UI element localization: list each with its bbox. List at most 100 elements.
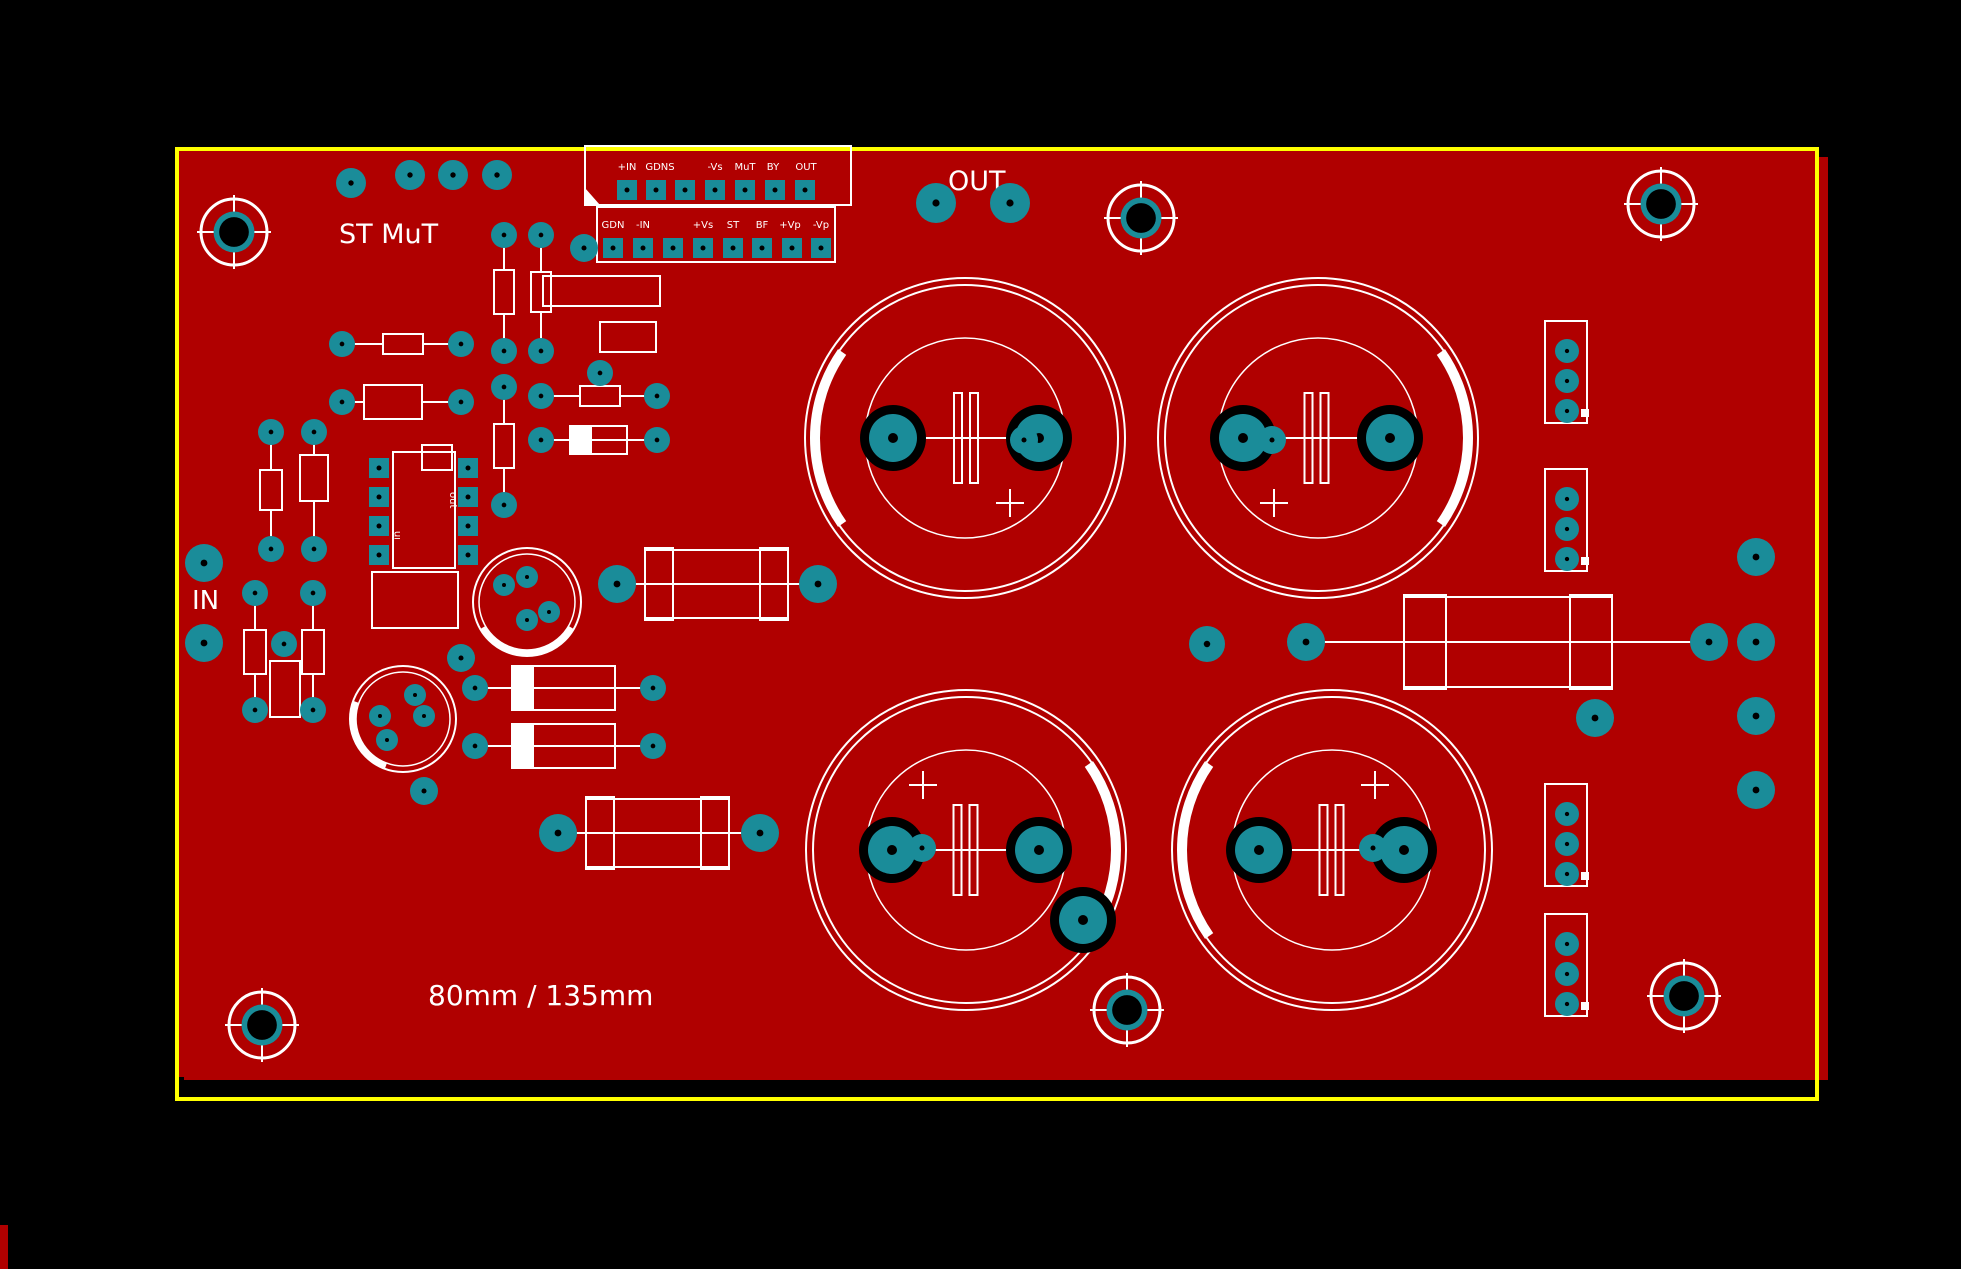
power-resistor-3 — [1306, 594, 1709, 690]
small-electrolytic-capacitor — [472, 547, 582, 657]
header-top-frame — [584, 145, 852, 206]
pad-drill — [385, 738, 389, 742]
header-bottom-frame — [596, 206, 836, 263]
resistor-body — [493, 269, 515, 315]
pad-drill — [458, 399, 464, 405]
pad-drill — [1034, 845, 1044, 855]
pad-drill — [742, 187, 748, 193]
pad-drill — [378, 714, 382, 718]
pad — [640, 733, 666, 759]
pad-drill — [538, 348, 544, 354]
resistor-endcap — [644, 547, 674, 621]
pad-drill — [538, 393, 544, 399]
pad — [404, 684, 426, 706]
header-bottom-pin-label: +Vp — [779, 220, 801, 231]
pad — [528, 427, 554, 453]
pad-drill — [501, 384, 507, 390]
pad-drill — [450, 172, 456, 178]
resistor — [301, 593, 325, 710]
pad — [640, 675, 666, 701]
pad — [242, 697, 268, 723]
capacitor-plate — [968, 804, 979, 896]
board-name-label: ST MuT — [339, 219, 439, 250]
pad-drill — [624, 187, 630, 193]
transistor-to92 — [1544, 320, 1589, 424]
header-bottom-pin-label: -IN — [636, 220, 650, 231]
pad-drill — [376, 523, 382, 529]
pad-drill — [1564, 1001, 1570, 1007]
header-bottom-pin — [723, 238, 743, 258]
board-outline — [175, 147, 1819, 1101]
pad-drill — [538, 437, 544, 443]
pad-drill — [538, 232, 544, 238]
pad-drill — [422, 714, 426, 718]
pad-drill — [465, 552, 471, 558]
pad — [491, 338, 517, 364]
pad-drill — [421, 788, 427, 794]
pad — [271, 631, 297, 657]
power-pad — [1050, 887, 1116, 953]
pad-drill — [1078, 915, 1088, 925]
pad — [185, 544, 223, 582]
diode-small — [541, 425, 657, 455]
header-top-pin-label: GDNS — [645, 162, 674, 173]
pad-drill — [1564, 811, 1570, 817]
dimensions-label: 80mm / 135mm — [428, 979, 653, 1012]
pad — [990, 183, 1030, 223]
pad — [258, 536, 284, 562]
transistor-pin1-mark — [1581, 557, 1589, 565]
header-top-pin — [705, 180, 725, 200]
pad-drill — [1254, 845, 1264, 855]
header-bottom-pin — [752, 238, 772, 258]
square-pad — [369, 458, 389, 478]
pad — [301, 536, 327, 562]
resistor — [342, 333, 461, 355]
mounting-hole — [1624, 167, 1698, 241]
pad-drill — [650, 743, 656, 749]
pad-drill — [1752, 786, 1760, 794]
resistor — [493, 235, 515, 351]
header-bottom-pin — [603, 238, 623, 258]
ic-pin-label-in: in — [392, 531, 403, 540]
pad — [300, 580, 326, 606]
pad — [1555, 862, 1579, 886]
power-pad — [860, 405, 926, 471]
resistor — [493, 387, 515, 505]
pad — [516, 566, 538, 588]
pad-drill — [376, 494, 382, 500]
mounting-hole — [197, 195, 271, 269]
pad-drill — [1591, 714, 1599, 722]
pad-drill — [1370, 845, 1376, 851]
pad-drill — [772, 187, 778, 193]
header-bottom-pin — [811, 238, 831, 258]
ic-adjacent-outline — [371, 571, 459, 629]
pad-drill — [756, 829, 764, 837]
pad-drill — [310, 590, 316, 596]
resistor-endcap — [1403, 594, 1447, 690]
mounting-hole-drill — [1112, 995, 1142, 1025]
pad-drill — [547, 610, 551, 614]
capacitor-polarity-band — [1436, 349, 1473, 527]
pad-drill — [458, 341, 464, 347]
pad-drill — [310, 707, 316, 713]
pad — [1555, 832, 1579, 856]
header-top-pin — [675, 180, 695, 200]
pad — [1737, 538, 1775, 576]
square-pad — [458, 487, 478, 507]
resistor — [530, 235, 552, 351]
pad-drill — [501, 348, 507, 354]
header-bottom-pin-label: ST — [727, 220, 740, 231]
diode-2 — [475, 723, 653, 769]
pad — [491, 492, 517, 518]
pad-drill — [1564, 496, 1570, 502]
pad — [448, 389, 474, 415]
pad-drill — [525, 618, 529, 622]
mounting-hole-drill — [219, 217, 249, 247]
pad — [242, 580, 268, 606]
pad-drill — [268, 429, 274, 435]
input-label: IN — [192, 586, 219, 616]
resistor-body — [243, 629, 267, 675]
pad-drill — [465, 465, 471, 471]
